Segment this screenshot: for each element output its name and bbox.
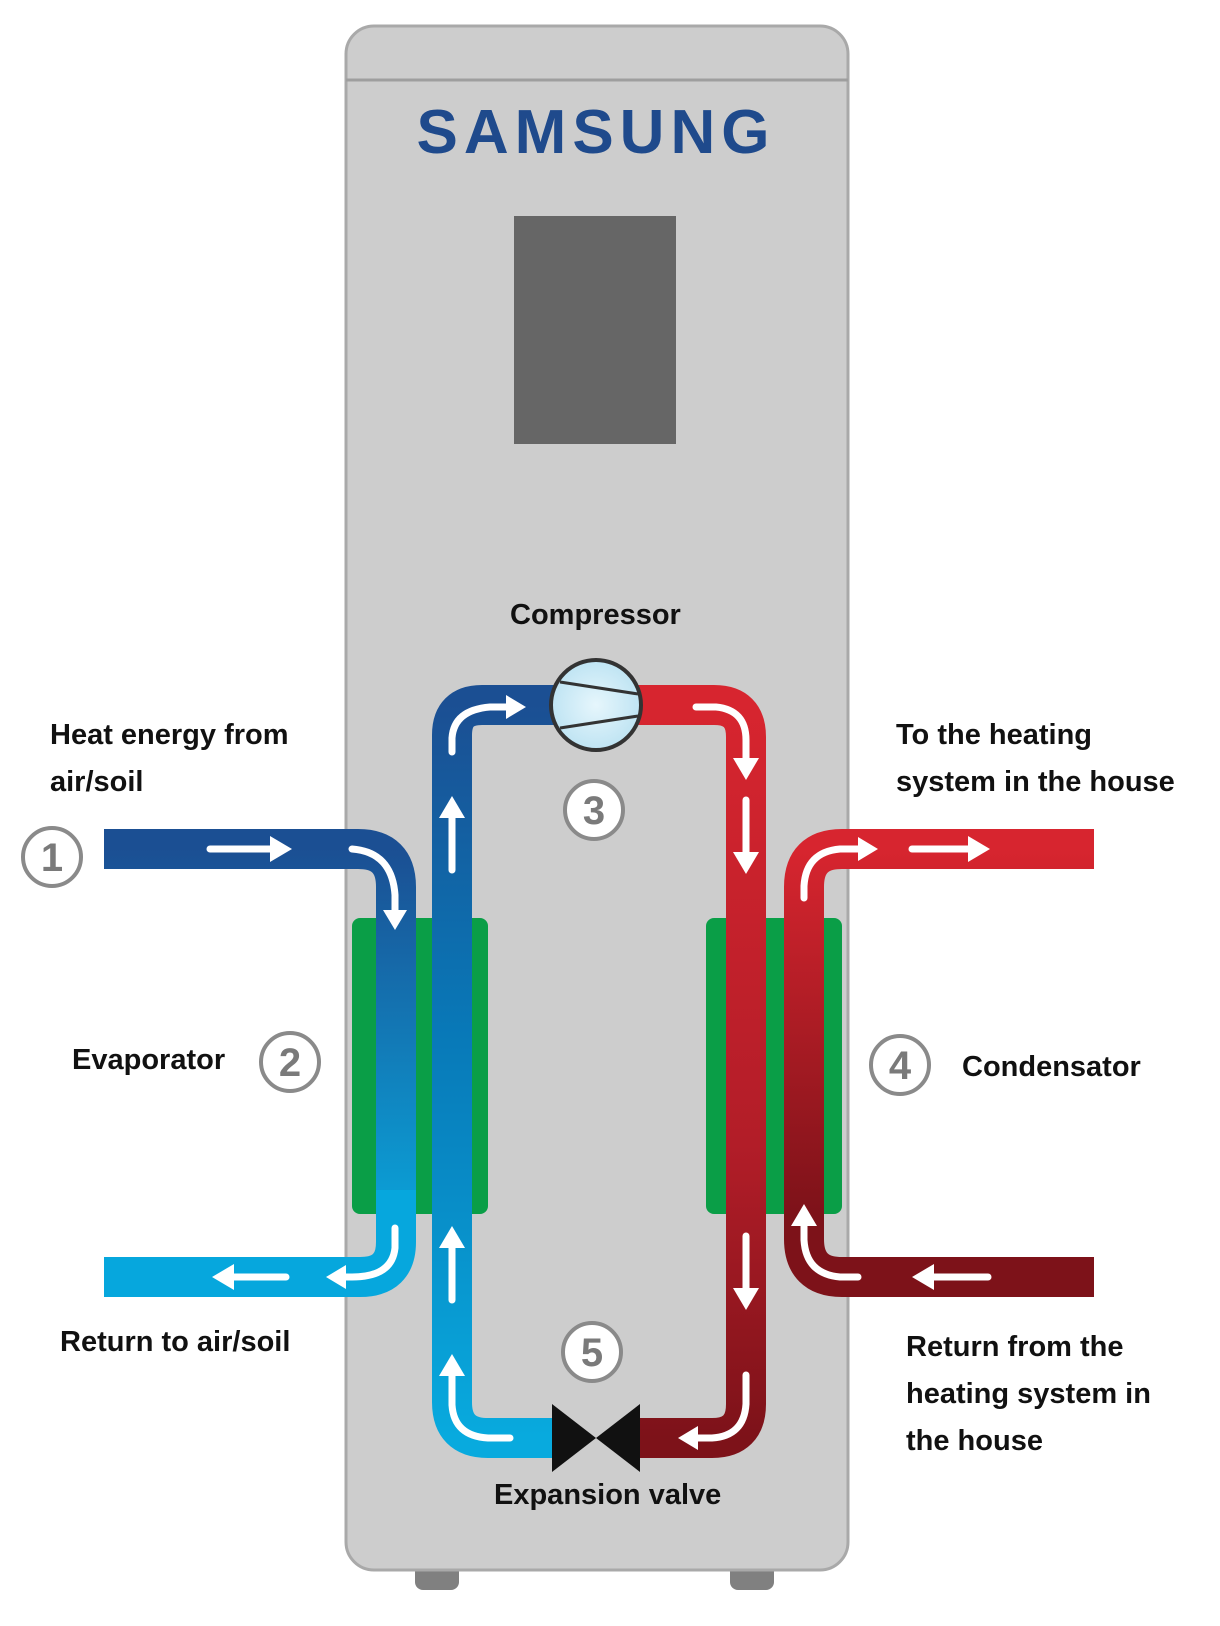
heat-source-label-line1: Heat energy from <box>50 719 289 751</box>
step-number-5: 5 <box>581 1331 603 1375</box>
compressor-icon <box>549 658 643 752</box>
heat-source-label-line2: air/soil <box>50 766 144 798</box>
step-number-3: 3 <box>583 789 605 833</box>
step-badge-3 <box>563 779 625 841</box>
condensator-label: Condensator <box>962 1051 1141 1083</box>
step-number-1: 1 <box>41 836 63 880</box>
arrow-icon <box>326 1224 399 1289</box>
heating-out-label-line1: To the heating <box>896 719 1092 751</box>
flow-arrows <box>206 695 992 1450</box>
arrow-icon <box>348 845 407 930</box>
step-badge-1 <box>21 826 83 888</box>
arrow-icon <box>912 1264 992 1290</box>
arrow-icon <box>448 695 526 756</box>
return-air-label: Return to air/soil <box>60 1326 290 1358</box>
step-badge-5 <box>561 1321 623 1383</box>
step-badges: 1 2 3 4 5 <box>21 779 931 1383</box>
arrow-icon <box>439 796 465 874</box>
expansion-valve-icon <box>552 1404 640 1472</box>
arrow-icon <box>439 1226 465 1304</box>
heating-out-label-line2: system in the house <box>896 766 1175 798</box>
step-badge-2 <box>259 1031 321 1093</box>
arrow-icon <box>733 1232 759 1310</box>
step-number-4: 4 <box>889 1044 912 1088</box>
return-heating-label-line2: heating system in <box>906 1378 1151 1410</box>
return-heating-label-line1: Return from the <box>906 1331 1124 1363</box>
evaporator-label: Evaporator <box>72 1044 225 1076</box>
arrow-icon <box>733 796 759 874</box>
return-heating-label-line3: the house <box>906 1425 1043 1457</box>
arrow-icon <box>678 1371 750 1450</box>
arrow-icon <box>791 1204 862 1281</box>
compressor-label: Compressor <box>510 599 681 631</box>
arrow-icon <box>212 1264 290 1290</box>
arrow-icon <box>800 837 878 902</box>
arrow-icon <box>206 836 292 862</box>
arrow-icon <box>692 703 759 780</box>
expansion-valve-label: Expansion valve <box>494 1479 721 1511</box>
control-display <box>514 216 676 444</box>
brand-logo: SAMSUNG <box>417 98 776 167</box>
step-number-2: 2 <box>279 1041 301 1085</box>
arrow-icon <box>439 1354 514 1442</box>
arrow-icon <box>908 836 990 862</box>
step-badge-4 <box>869 1034 931 1096</box>
